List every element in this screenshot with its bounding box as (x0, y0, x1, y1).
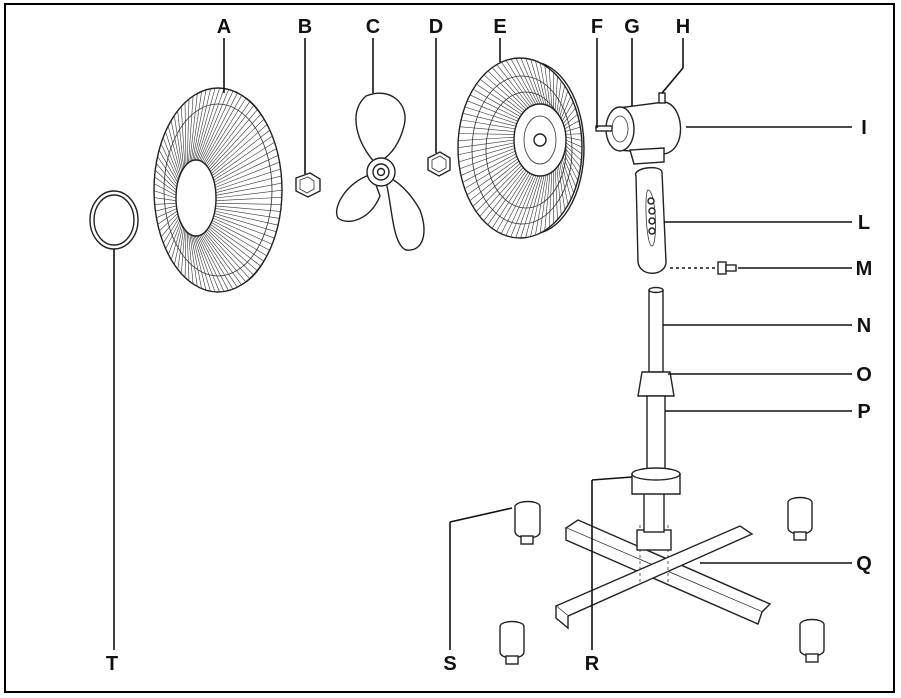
fixing-screw-part-m (718, 262, 736, 274)
motor-housing-part-g (606, 102, 681, 164)
label-f: F (591, 16, 603, 38)
label-c: C (366, 16, 380, 38)
label-h: H (676, 16, 690, 38)
label-o: O (856, 364, 872, 386)
sealing-ring-part-t (90, 191, 138, 249)
label-d: D (429, 16, 443, 38)
oscillation-knob-part-h (659, 93, 665, 103)
fan-blade-part-c (337, 93, 424, 250)
upper-tube-part-n (649, 288, 663, 373)
label-r: R (585, 653, 600, 675)
label-b: B (298, 16, 312, 38)
label-l: L (858, 212, 870, 234)
label-t: T (106, 653, 118, 675)
spinner-cap-part-d (428, 152, 450, 176)
motor-nut-part-b (296, 173, 320, 197)
lower-tube-part-p (647, 396, 665, 474)
label-i: I (861, 117, 867, 139)
height-clamp-part-o (638, 372, 674, 396)
cross-base-part-q (556, 490, 770, 628)
label-e: E (493, 16, 506, 38)
motor-shaft-part-f (596, 126, 612, 131)
label-g: G (624, 16, 640, 38)
control-body-part-l (636, 168, 666, 274)
label-p: P (857, 401, 870, 423)
label-q: Q (856, 553, 872, 575)
label-n: N (857, 315, 871, 337)
base-collar-part-r (632, 468, 680, 494)
label-m: M (856, 258, 873, 280)
label-s: S (443, 653, 456, 675)
front-grille-part-e (456, 56, 584, 240)
rear-grille-part-a (152, 86, 284, 294)
label-a: A (217, 16, 231, 38)
